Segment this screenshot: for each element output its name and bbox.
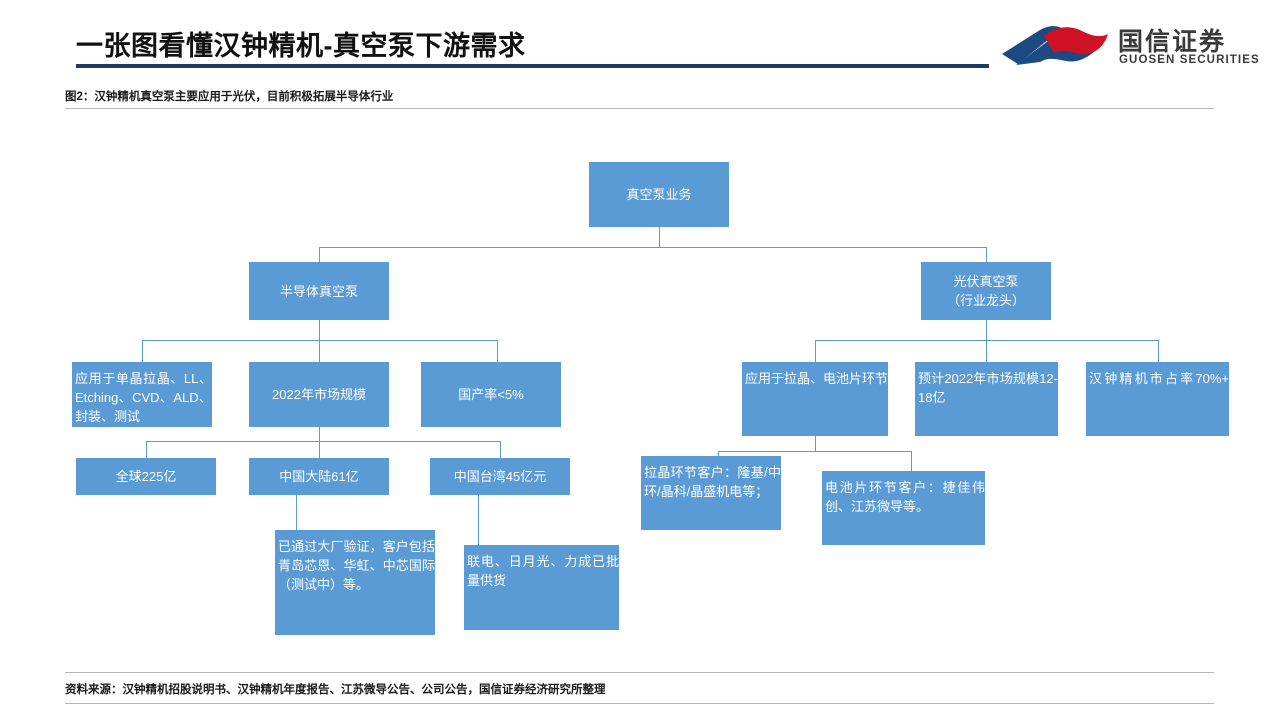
brand-logo: 国信证券 GUOSEN SECURITIES (1000, 20, 1259, 72)
logo-name-cn: 国信证券 (1118, 28, 1227, 56)
connector-to-semi (319, 247, 320, 265)
node-semi-applications[interactable]: 应用于单晶拉晶、LL、Etching、CVD、ALD、封装、测试 (72, 362, 212, 427)
connector-pvapp-down (815, 436, 816, 452)
node-market-taiwan[interactable]: 中国台湾45亿元 (430, 458, 570, 495)
node-cell-customers-label: 电池片环节客户：捷佳伟创、江苏微导等。 (825, 480, 985, 514)
connector-to-pv (986, 247, 987, 265)
connector-root-down (659, 227, 660, 248)
node-root-label: 真空泵业务 (626, 187, 692, 202)
connector-semi-down (319, 320, 320, 340)
footer-divider-bottom (65, 703, 1214, 704)
guosen-logo-mark (1002, 26, 1108, 65)
node-pv-market-size[interactable]: 预计2022年市场规模12-18亿 (915, 362, 1058, 436)
node-taiwan-customers-label: 联电、日月光、力成已批量供货 (467, 554, 619, 588)
connector-mkt-child1 (146, 441, 147, 458)
connector-semi-child1 (142, 340, 143, 362)
connector-mkt-down (319, 427, 320, 442)
node-market-taiwan-label: 中国台湾45亿元 (453, 469, 547, 484)
node-market-global-label: 全球225亿 (115, 469, 177, 484)
node-semiconductor-pump[interactable]: 半导体真空泵 (249, 262, 389, 320)
node-semi-market-size-label: 2022年市场规模 (272, 387, 366, 402)
connector-pvapp-child1 (718, 451, 719, 457)
node-pv-applications-label: 应用于拉晶、电池片环节 (745, 371, 889, 386)
footer-divider-top (65, 672, 1214, 673)
connector-pv-down (986, 320, 987, 340)
node-cell-customers[interactable]: 电池片环节客户：捷佳伟创、江苏微导等。 (822, 471, 985, 545)
node-localization-rate[interactable]: 国产率<5% (421, 362, 561, 427)
node-semi-market-size[interactable]: 2022年市场规模 (249, 362, 389, 427)
node-pv-market-share-label: 汉钟精机市占率70%+ (1089, 371, 1229, 386)
node-market-global[interactable]: 全球225亿 (76, 458, 216, 495)
title-underline-rule (76, 64, 989, 68)
connector-semi-child2 (319, 340, 320, 362)
node-root[interactable]: 真空泵业务 (589, 162, 729, 227)
connector-semi-child3 (497, 340, 498, 362)
source-note: 资料来源：汉钟精机招股说明书、汉钟精机年度报告、江苏微导公告、公司公告，国信证券… (65, 684, 606, 696)
node-pv-pump[interactable]: 光伏真空泵 （行业龙头） (921, 262, 1051, 320)
connector-pv-child1 (815, 340, 816, 362)
node-mainland-customers-label: 已通过大厂验证，客户包括青岛芯恩、华虹、中芯国际（测试中）等。 (278, 539, 435, 592)
connector-pv-child3 (1158, 340, 1159, 362)
node-pv-pump-label: 光伏真空泵 （行业龙头） (946, 274, 1025, 308)
node-pv-market-share[interactable]: 汉钟精机市占率70%+ (1086, 362, 1229, 436)
node-market-mainland-china[interactable]: 中国大陆61亿 (249, 458, 389, 495)
node-ingot-customers-label: 拉晶环节客户：隆基/中环/晶科/晶盛机电等； (644, 465, 781, 499)
figure-caption: 图2：汉钟精机真空泵主要应用于光伏，目前积极拓展半导体行业 (65, 91, 394, 103)
node-semiconductor-pump-label: 半导体真空泵 (279, 283, 358, 299)
connector-mkt-split (146, 441, 500, 442)
node-pv-market-size-label: 预计2022年市场规模12-18亿 (918, 371, 1058, 405)
page-title: 一张图看懂汉钟精机-真空泵下游需求 (76, 31, 526, 61)
caption-divider (65, 108, 1214, 109)
connector-mkt-child3 (500, 441, 501, 458)
node-mainland-customers[interactable]: 已通过大厂验证，客户包括青岛芯恩、华虹、中芯国际（测试中）等。 (275, 530, 435, 635)
node-localization-rate-label: 国产率<5% (458, 387, 524, 402)
node-semi-applications-label: 应用于单晶拉晶、LL、Etching、CVD、ALD、封装、测试 (75, 371, 212, 424)
connector-pv-child2 (986, 340, 987, 362)
connector-root-split (319, 247, 986, 248)
connector-pvapp-child2 (911, 451, 912, 471)
connector-mkt-child2 (319, 441, 320, 458)
node-market-mainland-china-label: 中国大陆61亿 (279, 469, 359, 484)
connector-pvapp-split (718, 451, 911, 452)
node-ingot-customers[interactable]: 拉晶环节客户：隆基/中环/晶科/晶盛机电等； (641, 456, 781, 530)
node-pv-applications[interactable]: 应用于拉晶、电池片环节 (742, 362, 888, 436)
logo-name-en: GUOSEN SECURITIES (1119, 54, 1260, 66)
node-taiwan-customers[interactable]: 联电、日月光、力成已批量供货 (464, 545, 619, 630)
